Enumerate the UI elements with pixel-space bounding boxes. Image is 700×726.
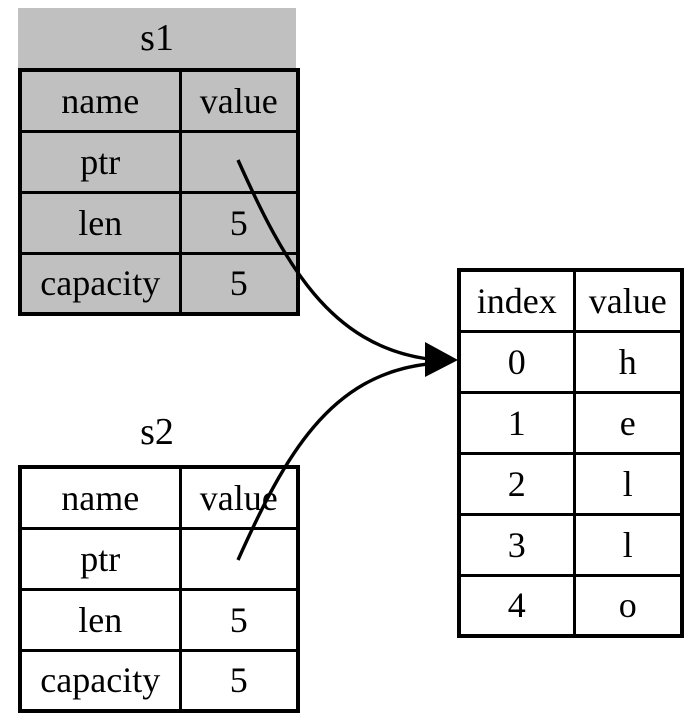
heap-index-3: 3 bbox=[457, 512, 576, 577]
arrowhead-icon bbox=[425, 342, 458, 377]
table-row: len 5 bbox=[18, 587, 300, 652]
s1-title-band: s1 bbox=[18, 8, 296, 68]
table-header-row: name value bbox=[18, 68, 300, 133]
s1-capacity-label: capacity bbox=[18, 251, 182, 316]
table-row: 0 h bbox=[457, 329, 684, 394]
s1-capacity-value: 5 bbox=[178, 251, 300, 316]
heap-value-0: h bbox=[572, 329, 684, 394]
s1-len-label: len bbox=[18, 190, 182, 255]
heap-value-4: o bbox=[572, 573, 684, 638]
heap-value-1: e bbox=[572, 390, 684, 455]
table-row: capacity 5 bbox=[18, 251, 300, 316]
s1-ptr-label: ptr bbox=[18, 129, 182, 194]
heap-col-value-header: value bbox=[572, 268, 684, 333]
s1-len-value: 5 bbox=[178, 190, 300, 255]
s2-len-value: 5 bbox=[178, 587, 300, 652]
s2-ptr-label: ptr bbox=[18, 526, 182, 591]
s1-col-name-header: name bbox=[18, 68, 182, 133]
s2-capacity-value: 5 bbox=[178, 648, 300, 713]
s2-len-label: len bbox=[18, 587, 182, 652]
heap-value-2: l bbox=[572, 451, 684, 516]
table-row: ptr bbox=[18, 129, 300, 194]
s2-ptr-value bbox=[178, 526, 300, 591]
s1-col-value-header: value bbox=[178, 68, 300, 133]
table-row: ptr bbox=[18, 526, 300, 591]
table-row: 1 e bbox=[457, 390, 684, 455]
heap-col-index-header: index bbox=[457, 268, 576, 333]
s1-title: s1 bbox=[140, 17, 174, 59]
table-header-row: name value bbox=[18, 465, 300, 530]
table-row: capacity 5 bbox=[18, 648, 300, 713]
s2-title: s2 bbox=[140, 411, 174, 453]
s2-col-name-header: name bbox=[18, 465, 182, 530]
s1-table: name value ptr len 5 capacity 5 bbox=[18, 68, 300, 316]
s1-ptr-value bbox=[178, 129, 300, 194]
s2-col-value-header: value bbox=[178, 465, 300, 530]
s2-table: name value ptr len 5 capacity 5 bbox=[18, 465, 300, 713]
heap-index-0: 0 bbox=[457, 329, 576, 394]
table-row: 3 l bbox=[457, 512, 684, 577]
table-row: len 5 bbox=[18, 190, 300, 255]
heap-value-3: l bbox=[572, 512, 684, 577]
table-row: 4 o bbox=[457, 573, 684, 638]
heap-index-4: 4 bbox=[457, 573, 576, 638]
table-row: 2 l bbox=[457, 451, 684, 516]
table-header-row: index value bbox=[457, 268, 684, 333]
heap-table: index value 0 h 1 e 2 l 3 l 4 o bbox=[457, 268, 684, 638]
heap-index-2: 2 bbox=[457, 451, 576, 516]
s2-title-block: s2 bbox=[18, 403, 296, 461]
heap-index-1: 1 bbox=[457, 390, 576, 455]
s2-capacity-label: capacity bbox=[18, 648, 182, 713]
